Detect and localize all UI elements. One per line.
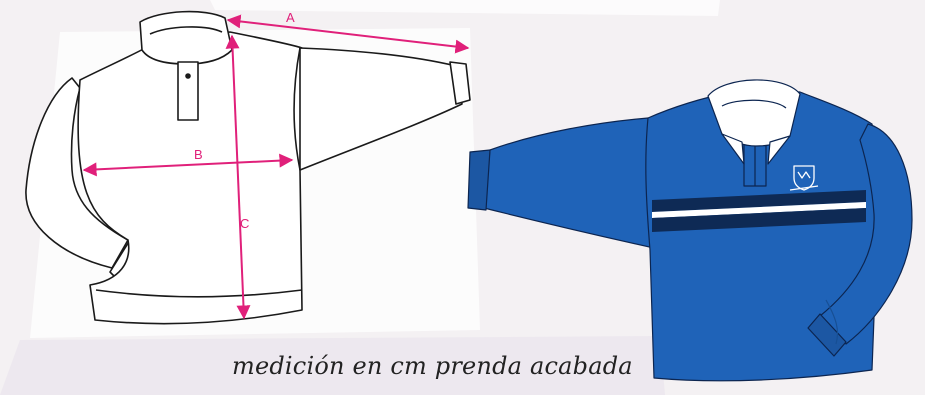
shirt-stripe-dark-bottom [652,208,866,232]
shirt-collar-point-left [721,133,745,165]
rugby-shirt [467,79,913,382]
sketch-hem-line [95,289,303,298]
shirt-stripe-dark-top [652,190,866,212]
sketch-button [185,73,191,79]
measure-line-a [226,14,470,54]
shirt-left-cuff [467,149,491,211]
lower-band [0,336,665,395]
measure-line-b [82,153,294,177]
crest-icon [789,165,819,191]
shirt-crease [825,299,839,345]
measure-label-a: A [286,10,295,25]
shirt-collar-point-right [767,135,791,165]
sketch-collar-fold [149,26,223,35]
shirt-right-sleeve [819,123,913,345]
measure-line-c [225,34,251,320]
sketch-armhole-seam [293,47,301,171]
shirt-stripe-light [652,202,866,218]
paper-scrap [210,0,720,16]
measure-label-c: C [240,216,249,231]
sketch-collar [139,10,233,65]
measurement-lines [82,14,470,320]
shirt-collar-fold [721,99,787,109]
measure-label-b: B [194,147,203,162]
sketch-placket [177,61,199,121]
sketch-right-cuff [449,61,471,105]
diagram-caption: medición en cm prenda acabada [232,352,633,380]
